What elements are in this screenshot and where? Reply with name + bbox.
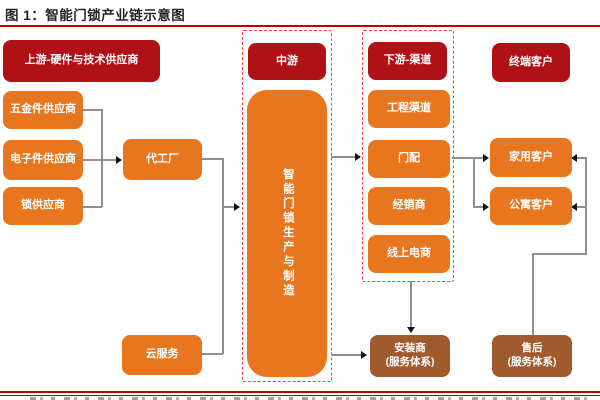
arrowhead-to-downstream bbox=[355, 153, 361, 161]
arrowhead-to-apartment-customer-right bbox=[571, 203, 577, 211]
node-hardware-parts-supplier: 五金件供应商 bbox=[3, 91, 83, 129]
node-smartlock-production: 智能门锁生产与制造 bbox=[247, 90, 327, 377]
node-apartment-customer: 公寓客户 bbox=[490, 187, 572, 225]
node-electronic-parts-supplier: 电子件供应商 bbox=[3, 140, 83, 180]
arrowhead-to-home-customer-right bbox=[571, 154, 577, 162]
node-aftersales-service: 售后 (服务体系) bbox=[492, 335, 572, 377]
arrowhead-to-producer bbox=[234, 203, 240, 211]
downstream-dashed-container bbox=[362, 30, 454, 282]
node-installer-service: 安装商 (服务体系) bbox=[370, 335, 450, 377]
header-midstream: 中游 bbox=[248, 43, 326, 80]
footer-rule-thin bbox=[0, 394, 600, 396]
footer-rule-thick bbox=[0, 391, 600, 393]
connector bbox=[331, 354, 362, 356]
midstream-dashed-container bbox=[242, 30, 332, 382]
connector bbox=[577, 157, 586, 159]
connector bbox=[452, 157, 474, 159]
connector bbox=[222, 206, 235, 208]
aftersales-line2: (服务体系) bbox=[507, 356, 557, 368]
title-rule bbox=[0, 25, 600, 27]
connector bbox=[331, 156, 356, 158]
node-online-ecommerce: 线上电商 bbox=[368, 235, 450, 273]
connector bbox=[410, 281, 412, 328]
node-distributor: 经销商 bbox=[368, 187, 450, 225]
connector bbox=[473, 157, 475, 208]
installer-line1: 安装商 bbox=[394, 342, 426, 355]
clipped-source-text bbox=[30, 396, 592, 400]
node-engineering-channel: 工程渠道 bbox=[368, 90, 450, 128]
connector bbox=[532, 253, 587, 255]
connector bbox=[83, 109, 102, 111]
header-terminal-customers: 终端客户 bbox=[492, 43, 570, 82]
arrowhead-to-apartment-customer bbox=[483, 203, 489, 211]
connector bbox=[83, 159, 116, 161]
header-upstream: 上游-硬件与技术供应商 bbox=[3, 40, 160, 82]
arrowhead-to-home-customer bbox=[483, 154, 489, 162]
node-lock-supplier: 锁供应商 bbox=[3, 187, 83, 225]
connector bbox=[532, 253, 534, 335]
node-oem-factory: 代工厂 bbox=[123, 139, 202, 180]
aftersales-line1: 售后 bbox=[521, 342, 543, 355]
installer-line2: (服务体系) bbox=[385, 356, 435, 368]
arrowhead-to-oem bbox=[116, 156, 122, 164]
arrowhead-to-installer-left bbox=[361, 351, 367, 359]
header-downstream-channels: 下游-渠道 bbox=[368, 42, 447, 80]
connector bbox=[83, 206, 102, 208]
connector bbox=[202, 353, 223, 355]
connector bbox=[201, 158, 223, 160]
node-cloud-service: 云服务 bbox=[122, 335, 202, 375]
connector bbox=[577, 206, 586, 208]
node-door-fitting: 门配 bbox=[368, 140, 450, 178]
connector bbox=[473, 206, 484, 208]
figure-title: 图 1：智能门锁产业链示意图 bbox=[5, 8, 186, 23]
connector bbox=[222, 158, 224, 354]
arrowhead-to-installer bbox=[407, 327, 415, 333]
connector bbox=[101, 109, 103, 207]
connector bbox=[473, 157, 484, 159]
node-home-customer: 家用客户 bbox=[490, 138, 572, 177]
